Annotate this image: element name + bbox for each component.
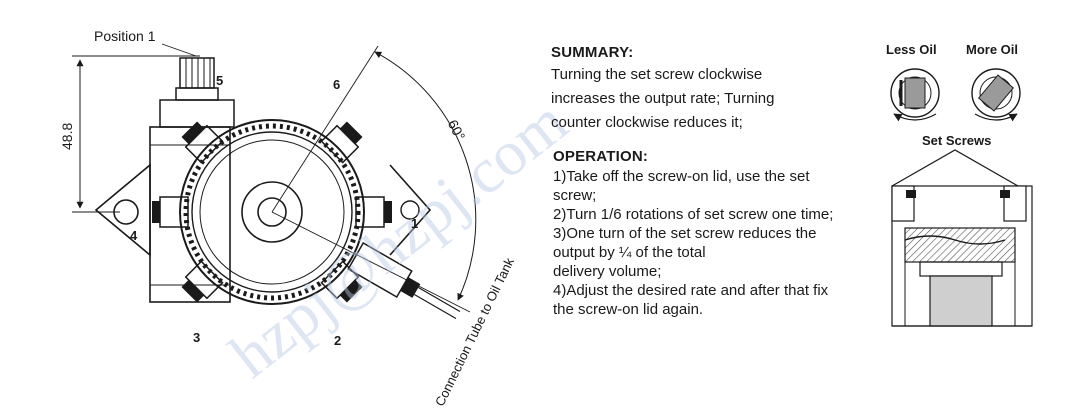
summary-line: Turning the set screw clockwise [551, 66, 763, 83]
set-screws-caption: Set Screws [922, 133, 992, 148]
outlet-fitting-5 [181, 121, 224, 164]
operation-heading: OPERATION: [553, 148, 649, 165]
summary-line: counter clockwise reduces it; [551, 114, 743, 131]
operation-section: OPERATION: 1)Take off the screw-on lid, … [553, 148, 883, 319]
operation-line: screw; [553, 187, 597, 204]
position-label: Position 1 [94, 28, 156, 44]
outlet-label-6: 6 [333, 77, 341, 92]
pump-housing-outer [179, 119, 365, 305]
operation-line: output by ¼ of the total [553, 244, 706, 261]
outlet-fitting-6 [320, 121, 363, 164]
outlet-fitting-2 [320, 260, 363, 303]
set-screw-more-oil-icon [971, 68, 1021, 122]
angle-dimension [271, 45, 477, 313]
drive-shaft [159, 57, 235, 128]
operation-line: 3)One turn of the set screw reduces the [553, 225, 817, 242]
operation-line: 1)Take off the screw-on lid, use the set [553, 168, 810, 185]
outlet-fitting-4 [152, 196, 189, 228]
center-hole [257, 197, 287, 227]
summary-heading: SUMMARY: [551, 44, 634, 61]
dimension-48-8 [72, 55, 200, 213]
summary-section: SUMMARY: Turning the set screw clockwise… [551, 44, 851, 135]
set-screw-less-oil-icon [890, 68, 940, 122]
less-oil-label: Less Oil [886, 42, 937, 57]
outlet-label-1: 1 [411, 216, 419, 231]
operation-line: 2)Turn 1/6 rotations of set screw one ti… [553, 206, 834, 223]
more-oil-label: More Oil [966, 42, 1019, 57]
operation-line: 4)Adjust the desired rate and after that… [553, 282, 829, 299]
set-screw-cross-section-diagram [891, 149, 1033, 327]
outlet-label-5: 5 [216, 73, 224, 88]
summary-line: increases the output rate; Turning [551, 90, 775, 107]
watermark: hzpj@hzpj.com [217, 85, 580, 391]
outlet-label-2: 2 [334, 333, 342, 348]
operation-body: 1)Take off the screw-on lid, use the set… [553, 167, 883, 319]
outlet-fitting-3 [181, 260, 224, 303]
mounting-flange [94, 163, 151, 257]
pump-housing-knurl [183, 123, 361, 301]
outlet-label-4: 4 [130, 228, 138, 243]
dimension-value: 48.8 [59, 122, 75, 150]
center-boss [241, 181, 303, 243]
outlet-label-3: 3 [193, 330, 201, 345]
summary-body: Turning the set screw clockwise increase… [551, 63, 851, 135]
operation-line: the screw-on lid again. [553, 301, 704, 318]
operation-line: delivery volume; [553, 263, 662, 280]
